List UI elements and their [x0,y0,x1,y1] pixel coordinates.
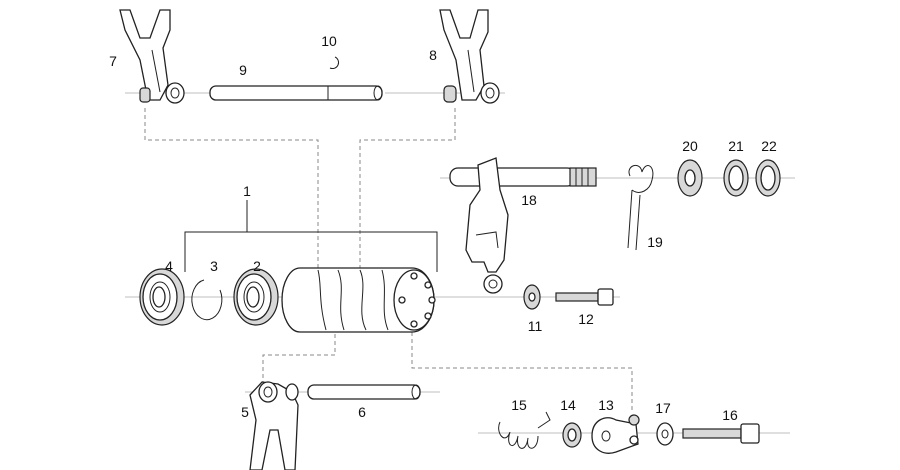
callout-11: 11 [528,318,543,334]
bolt-12 [555,288,614,306]
circlip-3 [191,279,223,321]
fork-shaft-6 [307,384,421,400]
washer-11 [523,284,541,310]
bushing-14 [562,422,582,448]
spring-15 [498,411,551,449]
callout-15: 15 [511,397,527,413]
callout-5: 5 [241,404,249,420]
callout-20: 20 [682,138,698,154]
shift-fork-5 [249,381,299,470]
bearing-2 [233,268,279,326]
circlip-10 [329,56,340,70]
callout-3: 3 [210,258,218,274]
shift-fork-8 [439,9,500,104]
callout-2: 2 [253,258,261,274]
callout-labels: 1 2 3 4 5 6 7 8 9 10 11 12 13 14 15 16 1… [109,33,777,423]
washer-21 [723,159,749,197]
fork-shaft-9 [209,85,383,101]
callout-14: 14 [560,397,576,413]
assembly-dashed-lines [144,108,633,412]
callout-9: 9 [239,62,247,78]
bearing-4 [139,268,185,326]
callout-21: 21 [728,138,744,154]
washer-20 [677,159,703,197]
callout-12: 12 [578,311,594,327]
washer-17 [656,422,674,446]
callout-10: 10 [321,33,337,49]
callout-1: 1 [243,183,251,199]
callout-16: 16 [722,407,738,423]
callout-6: 6 [358,404,366,420]
washer-22 [755,159,781,197]
callout-18: 18 [521,192,537,208]
gear-shift-shaft-18 [449,157,597,294]
callout-22: 22 [761,138,777,154]
callout-8: 8 [429,47,437,63]
callout-13: 13 [598,397,614,413]
callout-17: 17 [655,400,671,416]
spring-19 [627,164,654,251]
bolt-16 [682,423,760,444]
detent-lever-13 [591,414,640,454]
callout-19: 19 [647,234,663,250]
selector-drum-1 [281,267,436,333]
callout-4: 4 [165,258,173,274]
item-1-bracket [184,200,438,272]
shift-fork-7 [119,9,185,104]
callout-7: 7 [109,53,117,69]
